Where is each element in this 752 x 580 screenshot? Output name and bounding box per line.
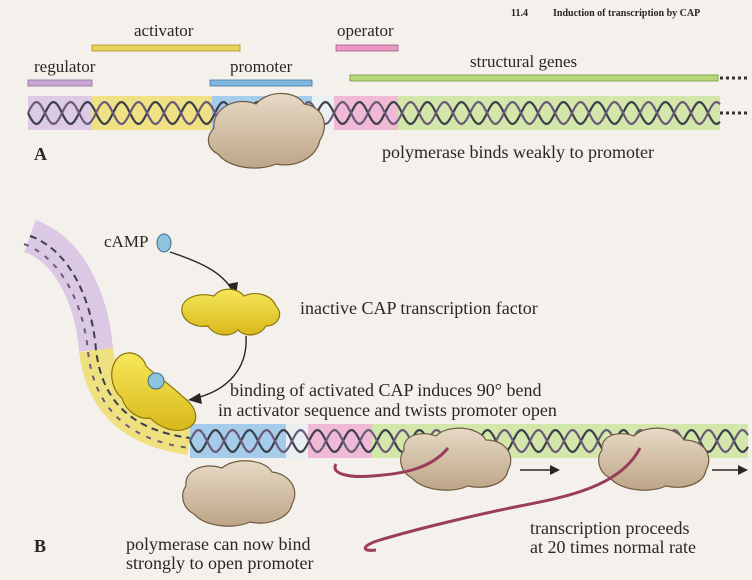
promoter-bar bbox=[209, 79, 313, 87]
direction-arrow-2 bbox=[712, 465, 748, 475]
camp-label: cAMP bbox=[104, 232, 149, 251]
dna-straight-a bbox=[27, 96, 748, 130]
activator-label: activator bbox=[134, 21, 194, 40]
rna-polymerase-free bbox=[182, 460, 296, 527]
mrna-strand-1 bbox=[333, 447, 450, 478]
binding-label-2: in activator sequence and twists promote… bbox=[218, 400, 557, 420]
transcription-label-1: transcription proceeds bbox=[530, 518, 690, 538]
mrna-strand-2 bbox=[363, 447, 642, 552]
rna-polymerase-transcribing-1 bbox=[400, 427, 512, 491]
promoter-label: promoter bbox=[230, 57, 293, 76]
regulator-label: regulator bbox=[34, 57, 96, 76]
direction-arrow-1 bbox=[520, 465, 560, 475]
polymerase-label-1: polymerase can now bind bbox=[126, 534, 311, 554]
panel-b-letter: B bbox=[34, 536, 47, 556]
structural-genes-bar bbox=[349, 74, 719, 82]
camp-bound bbox=[147, 372, 165, 390]
cap-to-bound-arrow bbox=[195, 335, 247, 399]
polymerase-label-2: strongly to open promoter bbox=[126, 553, 314, 573]
operator-bar bbox=[335, 44, 399, 52]
figure-title: Induction of transcription by CAP bbox=[553, 8, 701, 19]
figure-number: 11.4 bbox=[511, 8, 528, 19]
binding-label-1: binding of activated CAP induces 90° ben… bbox=[230, 380, 542, 400]
inactive-cap bbox=[181, 288, 281, 336]
activator-bar bbox=[91, 44, 241, 52]
transcription-label-2: at 20 times normal rate bbox=[530, 537, 696, 557]
operator-label: operator bbox=[337, 21, 394, 40]
inactive-cap-label: inactive CAP transcription factor bbox=[300, 298, 538, 318]
panel-a-letter: A bbox=[34, 144, 47, 164]
regulator-bar bbox=[27, 79, 93, 87]
structural-genes-label: structural genes bbox=[470, 52, 578, 71]
rna-polymerase-a bbox=[207, 92, 325, 169]
activated-cap bbox=[111, 352, 197, 431]
caption-a: polymerase binds weakly to promoter bbox=[382, 142, 654, 162]
camp-to-cap-arrow bbox=[169, 251, 233, 291]
dna-bent-b bbox=[23, 219, 749, 458]
camp-molecule bbox=[156, 233, 172, 253]
